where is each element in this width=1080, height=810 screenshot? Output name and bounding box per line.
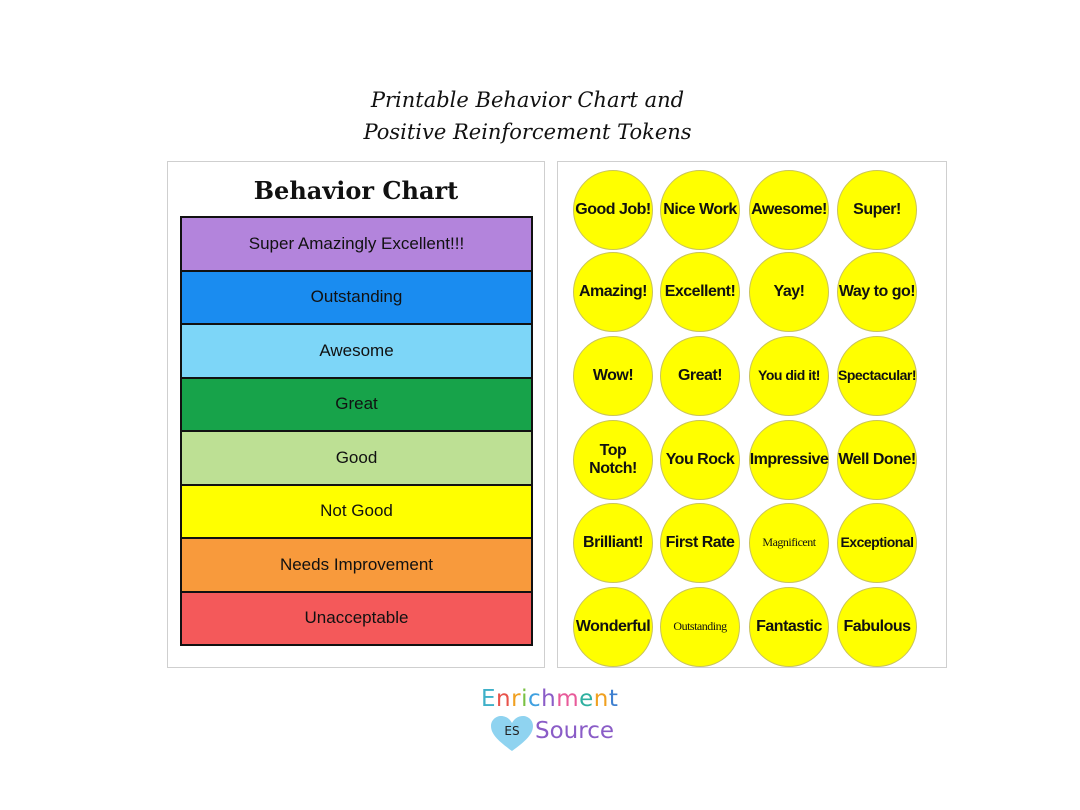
behavior-chart-panel: Behavior Chart Super Amazingly Excellent… [167, 161, 545, 668]
behavior-level: Unacceptable [182, 592, 531, 644]
heart-icon: ES [491, 716, 533, 751]
reward-token: Way to go! [837, 252, 917, 332]
reward-token: First Rate [660, 503, 740, 583]
behavior-level: Needs Improvement [182, 539, 531, 593]
reward-token: Outstanding [660, 587, 740, 667]
reward-token: Fabulous [837, 587, 917, 667]
behavior-level: Good [182, 432, 531, 486]
reward-token: Top Notch! [573, 420, 653, 500]
reward-token: Super! [837, 170, 917, 250]
reward-token: Wonderful [573, 587, 653, 667]
reward-token: Well Done! [837, 420, 917, 500]
logo-initials: ES [504, 724, 519, 738]
reward-token: Nice Work [660, 170, 740, 250]
page-title-line1: Printable Behavior Chart and [370, 88, 685, 112]
reward-token: You did it! [749, 336, 829, 416]
reward-token: Good Job! [573, 170, 653, 250]
behavior-level: Great [182, 378, 531, 432]
reward-token: Brilliant! [573, 503, 653, 583]
reward-token: You Rock [660, 420, 740, 500]
behavior-level: Awesome [182, 325, 531, 379]
reward-token: Awesome! [749, 170, 829, 250]
behavior-chart-title: Behavior Chart [253, 176, 459, 205]
behavior-level: Super Amazingly Excellent!!! [182, 218, 531, 272]
reward-token: Wow! [573, 336, 653, 416]
reward-token: Excellent! [660, 252, 740, 332]
logo-line1: Enrichment [481, 686, 619, 712]
reward-token: Spectacular! [837, 336, 917, 416]
reward-token: Magnificent [749, 503, 829, 583]
reward-token: Yay! [749, 252, 829, 332]
reward-token: Exceptional [837, 503, 917, 583]
reward-token: Great! [660, 336, 740, 416]
enrichment-source-logo: Enrichment ES Source [478, 686, 618, 756]
behavior-level: Outstanding [182, 271, 531, 325]
logo-line2: Source [535, 718, 614, 744]
page-title-line2: Positive Reinforcement Tokens [363, 120, 692, 144]
reward-token: Amazing! [573, 252, 653, 332]
reward-token: Impressive [749, 420, 829, 500]
behavior-level: Not Good [182, 485, 531, 539]
reward-token: Fantastic [749, 587, 829, 667]
